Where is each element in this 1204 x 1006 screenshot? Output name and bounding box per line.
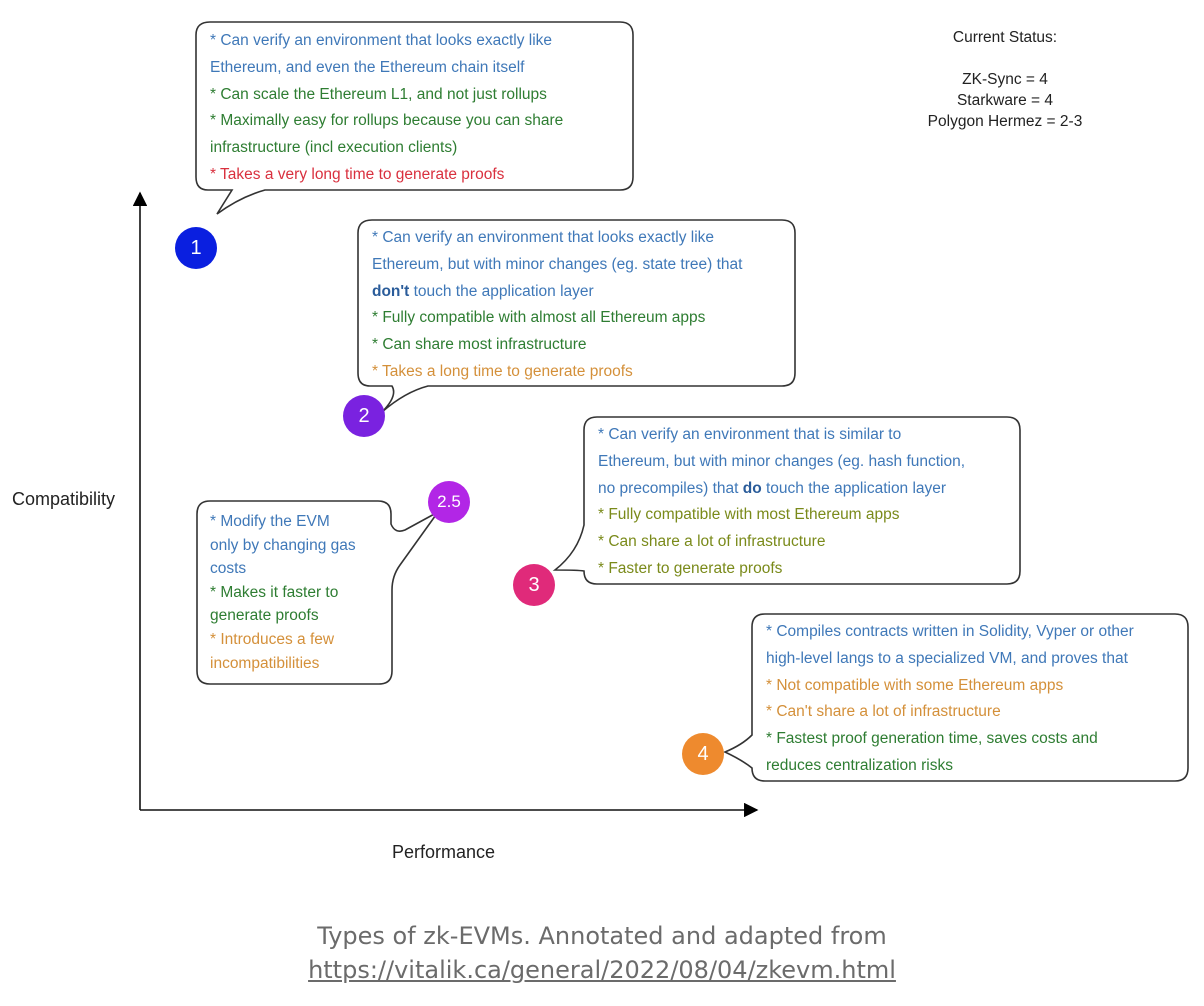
type-4-description: * Compiles contracts written in Solidity…: [766, 619, 1134, 780]
type-2-description: * Can verify an environment that looks e…: [372, 225, 742, 386]
type-2-5-description: * Modify the EVM only by changing gas cost…: [210, 510, 356, 675]
description-line: no precompiles) that do touch the applic…: [598, 479, 947, 497]
description-line: infrastructure (incl execution clients): [210, 139, 458, 157]
description-line: high-level langs to a specialized VM, an…: [766, 649, 1128, 667]
description-line: * Can verify an environment that looks e…: [210, 32, 553, 49]
description-line: * Can verify an environment that looks e…: [372, 229, 715, 246]
description-line: don't touch the application layer: [372, 282, 594, 300]
description-line: * Takes a long time to generate proofs: [372, 362, 633, 380]
description-line: * Takes a very long time to generate pro…: [210, 165, 505, 183]
type-4-badge: 4: [682, 733, 724, 775]
description-line: * Can scale the Ethereum L1, and not jus…: [210, 85, 547, 103]
description-line: * Modify the EVM: [210, 513, 330, 530]
callout-bubble-type-3: [552, 416, 1021, 585]
description-line: incompatibilities: [210, 654, 320, 672]
description-line: Ethereum, but with minor changes (eg. ha…: [598, 452, 966, 470]
type-1-description: * Can verify an environment that looks e…: [210, 28, 563, 189]
type-3-badge: 3: [513, 564, 555, 606]
description-line: costs: [210, 560, 247, 578]
callout-bubble-type-1: [195, 21, 634, 215]
y-axis-label: Compatibility: [12, 489, 116, 509]
type-3-description: * Can verify an environment that is simi…: [598, 422, 965, 583]
description-line: * Fastest proof generation time, saves c…: [766, 730, 1098, 748]
figure-caption: Types of zk-EVMs. Annotated and adapted …: [0, 922, 1204, 984]
description-line: generate proofs: [210, 607, 319, 625]
description-line: only by changing gas: [210, 536, 356, 554]
description-line: * Maximally easy for rollups because you…: [210, 112, 564, 130]
status-title: Current Status:: [952, 29, 1058, 46]
description-line: * Faster to generate proofs: [598, 559, 783, 577]
description-line: * Can share a lot of infrastructure: [598, 533, 826, 551]
description-line: * Can verify an environment that is simi…: [598, 426, 902, 443]
status-item-zksync: ZK-Sync = 4: [962, 71, 1048, 88]
caption-text: Types of zk-EVMs. Annotated and adapted …: [317, 922, 887, 950]
description-line: * Compiles contracts written in Solidity…: [766, 623, 1134, 640]
description-line: * Fully compatible with almost all Ether…: [372, 309, 706, 327]
description-line: * Fully compatible with most Ethereum ap…: [598, 506, 900, 524]
source-link[interactable]: https://vitalik.ca/general/2022/08/04/zk…: [308, 956, 896, 984]
description-line: * Can share most infrastructure: [372, 336, 587, 354]
current-status-panel: Current Status: ZK-Sync = 4 Starkware = …: [905, 27, 1105, 132]
type-2-5-badge: 2.5: [428, 481, 470, 523]
diagram-canvas: [132, 21, 1189, 818]
description-line: * Can't share a lot of infrastructure: [766, 703, 1001, 721]
description-line: Ethereum, and even the Ethereum chain it…: [210, 58, 525, 76]
description-line: reduces centralization risks: [766, 756, 953, 774]
callout-bubble-type-4: [723, 613, 1189, 782]
description-line: * Introduces a few: [210, 630, 335, 648]
x-axis-label: Performance: [392, 842, 496, 862]
description-line: Ethereum, but with minor changes (eg. st…: [372, 255, 743, 273]
description-line: * Not compatible with some Ethereum apps: [766, 676, 1064, 694]
status-item-starkware: Starkware = 4: [956, 92, 1054, 109]
type-2-badge: 2: [343, 395, 385, 437]
callout-bubble-type-2-5: [196, 500, 439, 685]
type-1-badge: 1: [175, 227, 217, 269]
description-line: * Makes it faster to: [210, 583, 339, 601]
status-item-polygon-hermez: Polygon Hermez = 2-3: [927, 113, 1083, 130]
